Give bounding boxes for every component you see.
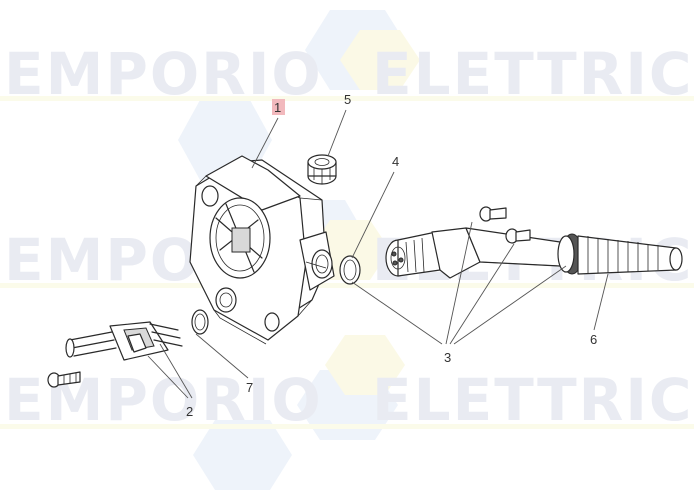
screw [505, 228, 531, 244]
part-o-ring-4 [339, 255, 361, 285]
callout-1-highlight [272, 99, 285, 115]
callout-label-3: 3 [444, 350, 451, 365]
part-screw-2 [47, 371, 81, 388]
watermark-text-left: EMPORIO [4, 40, 323, 108]
callout-label-2: 2 [186, 404, 193, 419]
screw [479, 206, 507, 222]
part-spring-sleeve [577, 235, 683, 275]
part-housing [189, 155, 335, 345]
leader-lines [147, 109, 609, 399]
watermark-text-right: ELETTRICO [372, 366, 694, 434]
part-gland-nut [307, 154, 337, 185]
callout-1: 1 [272, 99, 285, 115]
callout-label-1: 1 [274, 100, 281, 115]
callout-label-4: 4 [392, 154, 399, 169]
callout-label-5: 5 [344, 92, 351, 107]
callout-label-6: 6 [590, 332, 597, 347]
part-terminal-block [65, 321, 183, 361]
callout-label-7: 7 [246, 380, 253, 395]
part-o-ring-7 [191, 309, 209, 335]
watermark-text-right: ELETTRICO [372, 40, 694, 108]
